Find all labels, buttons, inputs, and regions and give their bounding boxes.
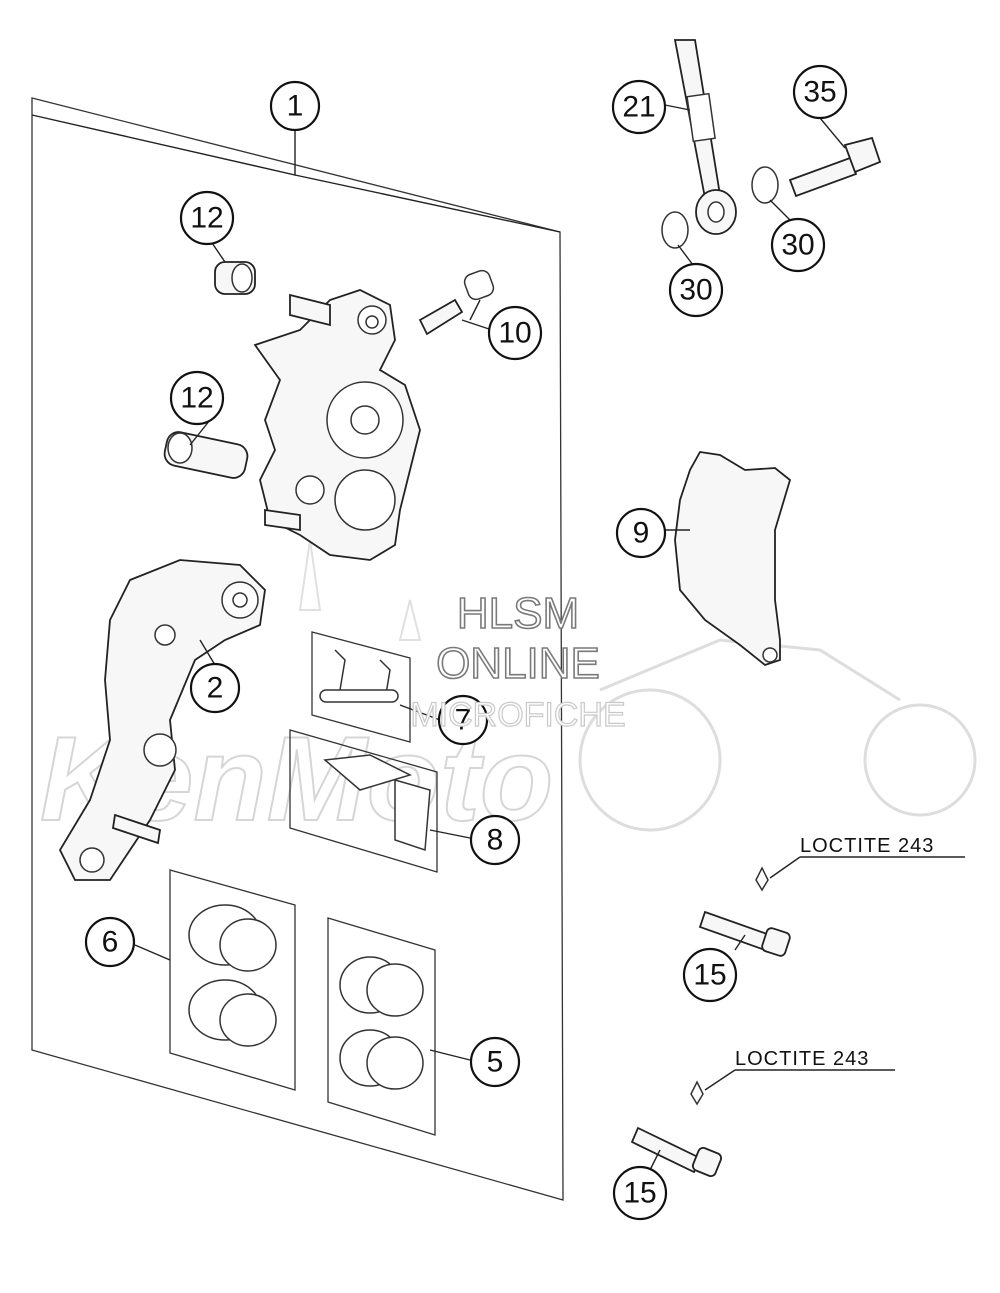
- callout-12-lower: 12: [169, 370, 225, 426]
- callout-15-lower: 15: [612, 1165, 668, 1221]
- callout-30-left: 30: [668, 262, 724, 318]
- leader-30-left: [677, 244, 694, 266]
- pad-guard-plate: [674, 451, 792, 667]
- brake-pad-kit: [289, 729, 438, 873]
- callout-6: 6: [84, 916, 136, 968]
- bleeder-screw: [418, 269, 495, 336]
- svg-text:30: 30: [781, 229, 814, 262]
- leader-15-lower: [649, 1149, 661, 1171]
- svg-text:9: 9: [633, 517, 650, 550]
- leader-loctite-1: [769, 856, 965, 879]
- svg-text:10: 10: [498, 317, 531, 350]
- brake-line-assembly: [661, 39, 882, 249]
- svg-text:35: 35: [803, 76, 836, 109]
- callout-8: 8: [469, 814, 521, 866]
- hlsm-watermark: HLSM ONLINE MICROFICHE: [410, 588, 627, 734]
- leader-loctite-2: [704, 1069, 895, 1091]
- svg-text:5: 5: [487, 1046, 504, 1079]
- mounting-bolt-lower: [630, 1080, 723, 1178]
- svg-text:15: 15: [693, 959, 726, 992]
- svg-text:21: 21: [622, 91, 655, 124]
- leader-12-low: [189, 419, 211, 446]
- svg-text:8: 8: [487, 824, 504, 857]
- seal-kit: [327, 917, 436, 1136]
- callout-7: 7: [437, 694, 489, 746]
- watermark-line-1: HLSM: [457, 589, 579, 638]
- callout-30-right: 30: [770, 217, 826, 273]
- plug-top: [214, 261, 256, 295]
- loctite-note-lower: LOCTITE 243: [735, 1048, 869, 1070]
- callout-21: 21: [611, 79, 667, 135]
- piston-kit: [169, 869, 296, 1091]
- callout-10: 10: [487, 305, 543, 361]
- svg-text:12: 12: [180, 382, 213, 415]
- leader-35: [819, 117, 846, 149]
- callout-5: 5: [469, 1036, 521, 1088]
- leader-15-upper: [734, 934, 746, 951]
- pad-pin-kit: [311, 631, 411, 743]
- callout-15-upper: 15: [682, 947, 738, 1003]
- watermark-city-spires: [298, 539, 422, 641]
- svg-text:2: 2: [207, 672, 224, 705]
- leader-30-right: [769, 199, 791, 221]
- watermark-wheel-front: [578, 688, 722, 832]
- brake-caliper: [253, 289, 421, 561]
- callout-2: 2: [189, 662, 241, 714]
- leader-7: [399, 704, 441, 721]
- callout-12-top: 12: [179, 190, 235, 246]
- callout-9: 9: [615, 507, 667, 559]
- svg-text:15: 15: [623, 1177, 656, 1210]
- svg-text:7: 7: [455, 704, 472, 737]
- mounting-bolt-upper: [698, 866, 791, 957]
- pad-pin: [163, 431, 249, 479]
- callout-35: 35: [792, 64, 848, 120]
- svg-text:1: 1: [287, 90, 304, 123]
- leader-1: [31, 114, 296, 176]
- leader-2: [199, 639, 216, 666]
- svg-text:30: 30: [679, 274, 712, 307]
- leader-10: [469, 299, 481, 321]
- leader-5: [429, 1049, 471, 1061]
- leader-8: [429, 829, 471, 839]
- leader-6: [134, 944, 171, 961]
- callout-1: 1: [269, 80, 321, 132]
- assembly-frame: [31, 97, 564, 1201]
- svg-text:12: 12: [190, 202, 223, 235]
- watermark-wheel-rear: [863, 703, 977, 817]
- watermark-line-2: ONLINE: [436, 639, 600, 688]
- leader-10b: [461, 319, 493, 331]
- watermark-line-3: MICROFICHE: [410, 696, 625, 734]
- caliper-bracket: [58, 559, 266, 881]
- leader-21: [664, 104, 691, 111]
- leader-1b: [294, 174, 561, 233]
- loctite-note-upper: LOCTITE 243: [800, 835, 934, 857]
- svg-text:6: 6: [102, 926, 119, 959]
